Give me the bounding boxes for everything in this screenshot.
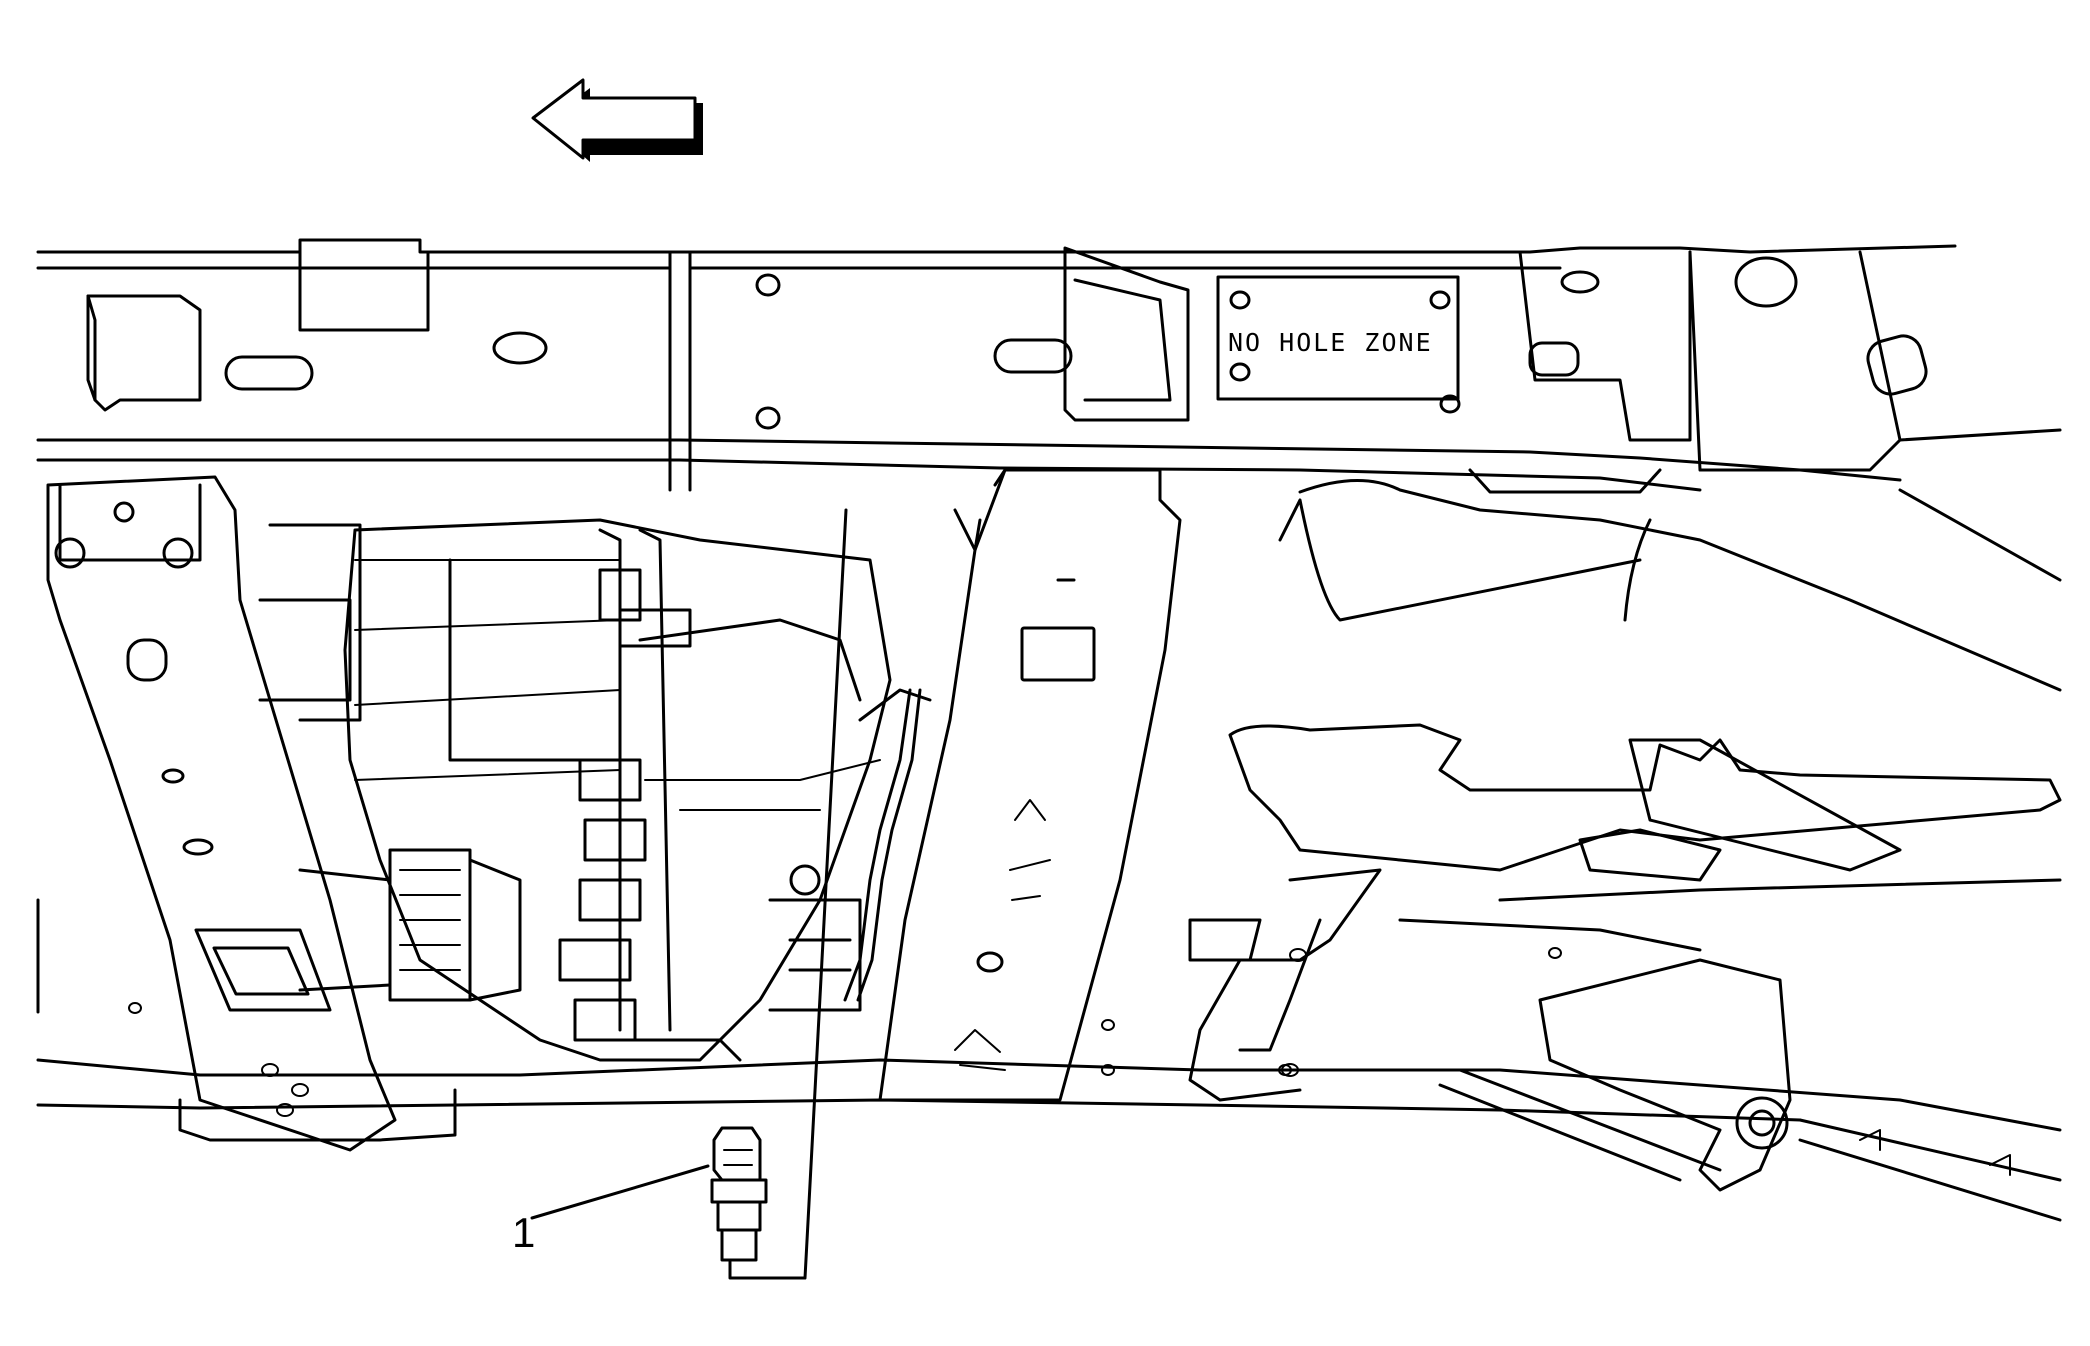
- callout-1: 1: [512, 1164, 710, 1256]
- frame-rail-upper: [36, 238, 1957, 492]
- front-frame-bracket: [46, 475, 397, 1152]
- callout-1-label: 1: [512, 1209, 535, 1256]
- frame-rail-lower: [36, 898, 2062, 1142]
- no-hole-zone-label: NO HOLE ZONE: [1228, 328, 1433, 357]
- rear-frame-structure: [1278, 250, 2062, 692]
- rear-suspension-components: [1188, 723, 2062, 1222]
- speed-sensor: [710, 508, 848, 1280]
- arrow-left-icon: [531, 78, 703, 162]
- transfer-case-assembly: [258, 518, 932, 1062]
- crossmember: [878, 468, 1182, 1102]
- no-hole-zone-plate: NO HOLE ZONE: [1216, 275, 1461, 414]
